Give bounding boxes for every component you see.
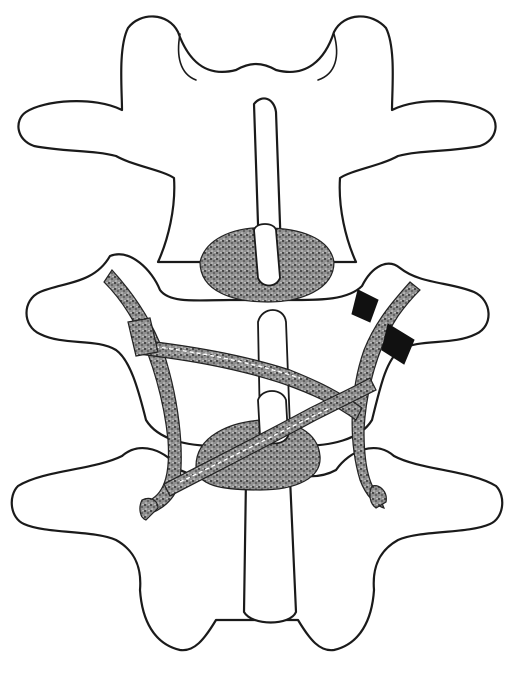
upper-process-tip — [254, 224, 280, 286]
